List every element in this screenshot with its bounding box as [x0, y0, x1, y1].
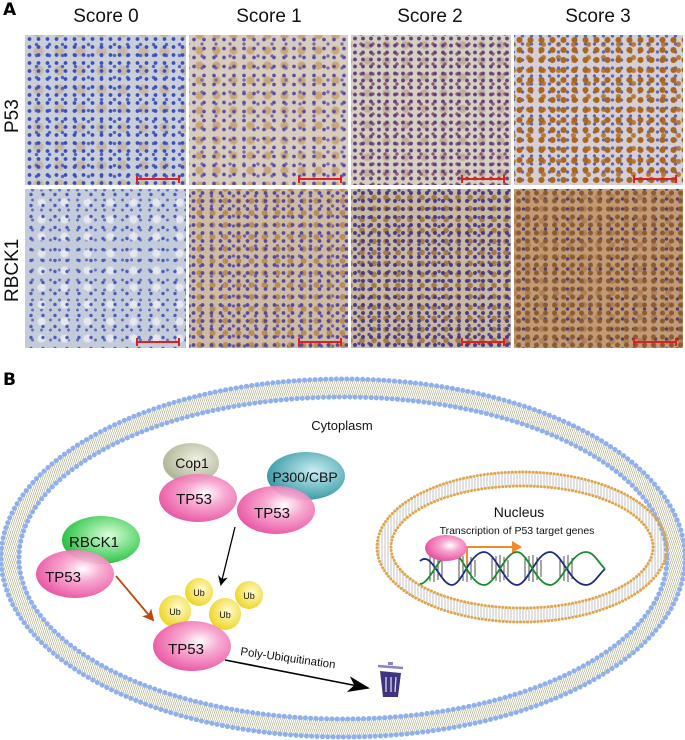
micrograph-p53-score-0	[25, 35, 186, 185]
nucleus-membrane	[375, 470, 669, 624]
p300-cbp-label: P300/CBP	[272, 469, 337, 485]
micrograph-rbck1-score-1	[189, 189, 348, 348]
micrograph-p53-score-3	[514, 35, 683, 185]
transcription-arrow-icon	[466, 541, 522, 563]
ubiquitin-chain: Ub Ub Ub Ub	[159, 578, 263, 630]
ub-label: Ub	[193, 588, 205, 598]
tp53-ubiquitinated	[153, 621, 231, 671]
column-header-score-1: Score 1	[236, 6, 302, 27]
ub-label: Ub	[219, 610, 231, 620]
cop1-label: Cop1	[175, 455, 209, 471]
micrograph-p53-score-2	[351, 35, 511, 185]
ub-label: Ub	[243, 591, 255, 601]
ub-label: Ub	[169, 607, 181, 617]
rbck1-label: RBCK1	[69, 534, 119, 551]
tp53-label-1: TP53	[176, 491, 212, 508]
tp53-label-3: TP53	[45, 569, 81, 586]
scale-bar	[136, 338, 180, 346]
micrograph-p53-score-1	[189, 35, 348, 185]
panel-a-label: A	[3, 0, 17, 20]
column-header-score-2: Score 2	[397, 6, 463, 27]
scale-bar	[461, 175, 505, 183]
micrograph-rbck1-score-0	[25, 189, 186, 348]
cytoplasm-label: Cytoplasm	[311, 418, 372, 433]
transcription-label: Transcription of P53 target genes	[440, 525, 595, 537]
scale-bar	[136, 175, 180, 183]
scale-bar	[633, 338, 677, 346]
ub-bead	[185, 578, 213, 606]
column-header-score-0: Score 0	[73, 6, 139, 27]
poly-ubiquitination-label: Poly-Ubiquitination	[240, 646, 337, 671]
poly-ubiquitination-arrow	[224, 659, 370, 693]
cop1-protein	[163, 443, 219, 483]
ub-bead	[159, 595, 191, 627]
nucleus-label: Nucleus	[494, 504, 545, 520]
panel-b-label: B	[3, 370, 16, 390]
scale-bar	[633, 175, 677, 183]
micrograph-rbck1-score-2	[351, 189, 511, 348]
rbck1-mediated-arrow	[115, 575, 155, 622]
scale-bar	[298, 175, 342, 183]
tp53-label-4: TP53	[168, 641, 204, 658]
tp53-cop1-bound	[159, 474, 237, 522]
ub-bead	[235, 581, 263, 609]
micrograph-rbck1-score-3	[514, 189, 683, 348]
tp53-rbck1-bound	[36, 550, 114, 598]
scale-bar	[298, 338, 342, 346]
cell-membrane	[0, 376, 685, 740]
tp53-label-2: TP53	[254, 505, 290, 522]
degradation-arrow	[218, 526, 236, 586]
ub-bead	[209, 598, 241, 630]
column-header-score-3: Score 3	[565, 6, 631, 27]
nuclear-tp53	[425, 535, 467, 561]
tp53-p300-bound	[237, 486, 315, 534]
scale-bar	[461, 338, 505, 346]
trash-bin-icon	[377, 662, 404, 697]
